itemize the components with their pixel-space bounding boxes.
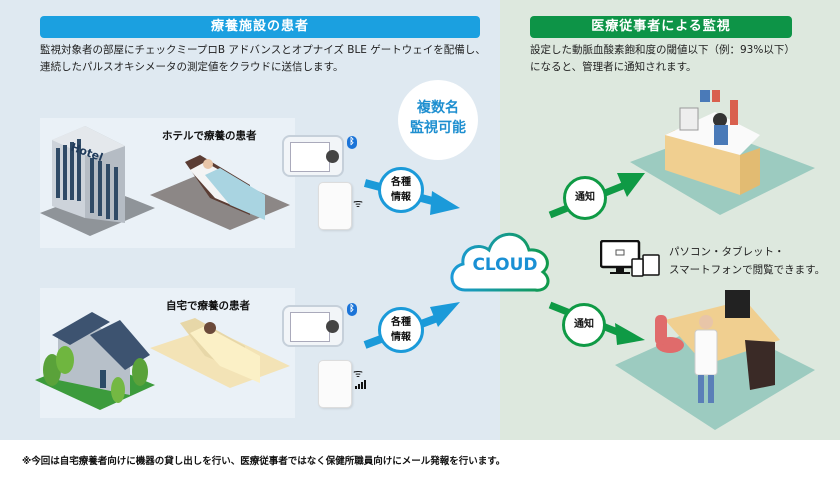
bluetooth-icon: ᛒ <box>347 303 357 316</box>
right-section-title: 医療従事者による監視 <box>530 16 792 38</box>
info-badge-upper: 各種 情報 <box>378 167 424 213</box>
right-description-line1: 設定した動脈血酸素飽和度の閾値以下（例：93%以下） <box>530 44 795 56</box>
left-section-title: 療養施設の患者 <box>40 16 480 38</box>
wifi-icon: ᯤ <box>353 197 364 210</box>
badge-line2: 監視可能 <box>410 120 466 136</box>
info-line2: 情報 <box>391 192 411 203</box>
devices-text-line2: スマートフォンで閲覧できます。 <box>669 264 826 276</box>
info-line2: 情報 <box>391 332 411 343</box>
viewing-devices-text: パソコン・タブレット・ スマートフォンで閲覧できます。 <box>669 243 825 279</box>
hotel-bed-icon <box>150 155 290 230</box>
devices-text-line1: パソコン・タブレット・ <box>669 246 785 258</box>
bluetooth-icon: ᛒ <box>347 136 357 149</box>
wifi-icon: ᯤ <box>353 367 364 380</box>
notification-badge-lower: 通知 <box>562 303 606 347</box>
home-scene-label: 自宅で療養の患者 <box>166 300 250 312</box>
notification-badge-upper: 通知 <box>563 176 607 220</box>
cloud-label: CLOUD <box>472 255 538 275</box>
reception-desk-illustration <box>630 90 815 215</box>
multi-device-icon <box>600 240 660 277</box>
right-description-line2: になると、管理者に通知されます。 <box>530 61 697 73</box>
cloud-icon <box>450 232 550 292</box>
ble-gateway-device <box>318 182 352 230</box>
footnote: ※今回は自宅療養者向けに機器の貸し出しを行い、医療従事者ではなく保健所職員向けに… <box>22 456 506 467</box>
hotel-scene-label: ホテルで療養の患者 <box>162 130 257 142</box>
right-description: 設定した動脈血酸素飽和度の閾値以下（例：93%以下） になると、管理者に通知され… <box>530 42 830 76</box>
cellular-signal-icon <box>355 380 366 389</box>
hotel-building-icon: Hotel <box>40 126 155 236</box>
pulse-oximeter-device <box>282 305 344 347</box>
info-line1: 各種 <box>391 177 411 188</box>
badge-line1: 複数名 <box>417 100 459 116</box>
info-badge-lower: 各種 情報 <box>378 307 424 353</box>
left-description-line1: 監視対象者の部屋にチェックミープロB アドバンスとオプナイズ BLE ゲートウェ… <box>40 44 486 56</box>
house-icon <box>35 312 155 410</box>
info-line1: 各種 <box>391 317 411 328</box>
ble-gateway-device <box>318 360 352 408</box>
doctor-office-illustration <box>615 290 815 430</box>
left-description: 監視対象者の部屋にチェックミープロB アドバンスとオプナイズ BLE ゲートウェ… <box>40 42 500 76</box>
home-bed-icon <box>150 318 290 388</box>
multiple-monitoring-badge: 複数名 監視可能 <box>398 80 478 160</box>
left-description-line2: 連続したパルスオキシメータの測定値をクラウドに送信します。 <box>40 61 344 73</box>
pulse-oximeter-device <box>282 135 344 177</box>
